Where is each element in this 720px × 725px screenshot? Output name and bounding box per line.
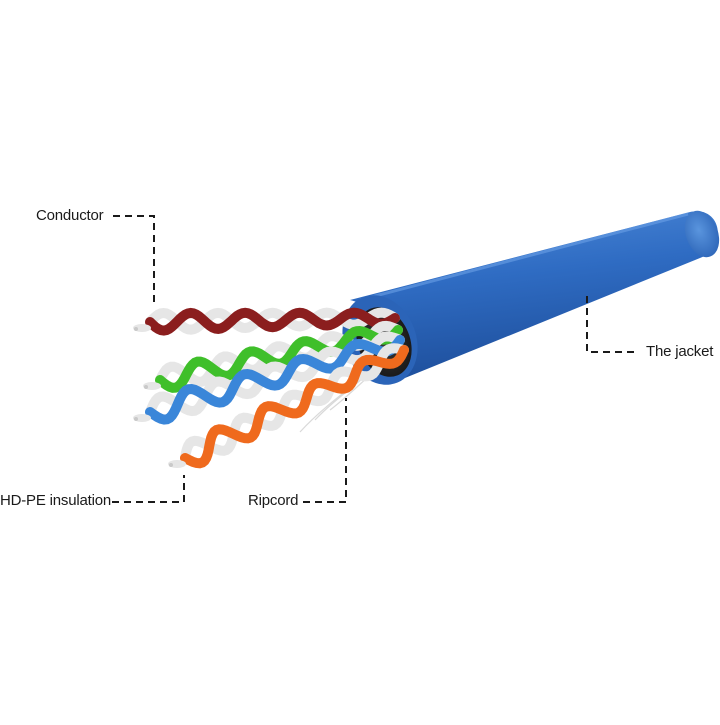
- insulation-label: HD-PE insulation: [0, 492, 112, 509]
- conductor-tip-blue: [134, 417, 138, 421]
- jacket-highlight: [359, 212, 689, 302]
- conductor-label: Conductor: [36, 207, 104, 224]
- pair-brown: [133, 307, 400, 336]
- jacket-label: The jacket: [646, 343, 714, 360]
- pair-orange-white-strand: [180, 343, 409, 463]
- jacket-end-cap: [684, 210, 720, 258]
- ripcord-label: Ripcord: [248, 492, 299, 509]
- ripcord-leader: [303, 398, 347, 503]
- conductor-tip-green: [144, 385, 148, 389]
- leader-lines: [112, 215, 636, 503]
- twisted-pairs: [133, 307, 409, 469]
- conductor-leader: [113, 215, 155, 305]
- pair-orange-colored-strand: [180, 345, 409, 469]
- pair-blue-colored-strand: [145, 335, 405, 425]
- conductor-tip-brown: [134, 327, 138, 331]
- jacket-leader: [586, 296, 636, 353]
- jacket-body: [350, 211, 718, 380]
- conductor-tip-orange: [169, 463, 173, 467]
- pair-brown-white-strand: [145, 307, 400, 335]
- insulation-leader: [112, 475, 185, 503]
- pair-orange: [168, 343, 409, 469]
- pair-brown-colored-strand: [145, 307, 400, 336]
